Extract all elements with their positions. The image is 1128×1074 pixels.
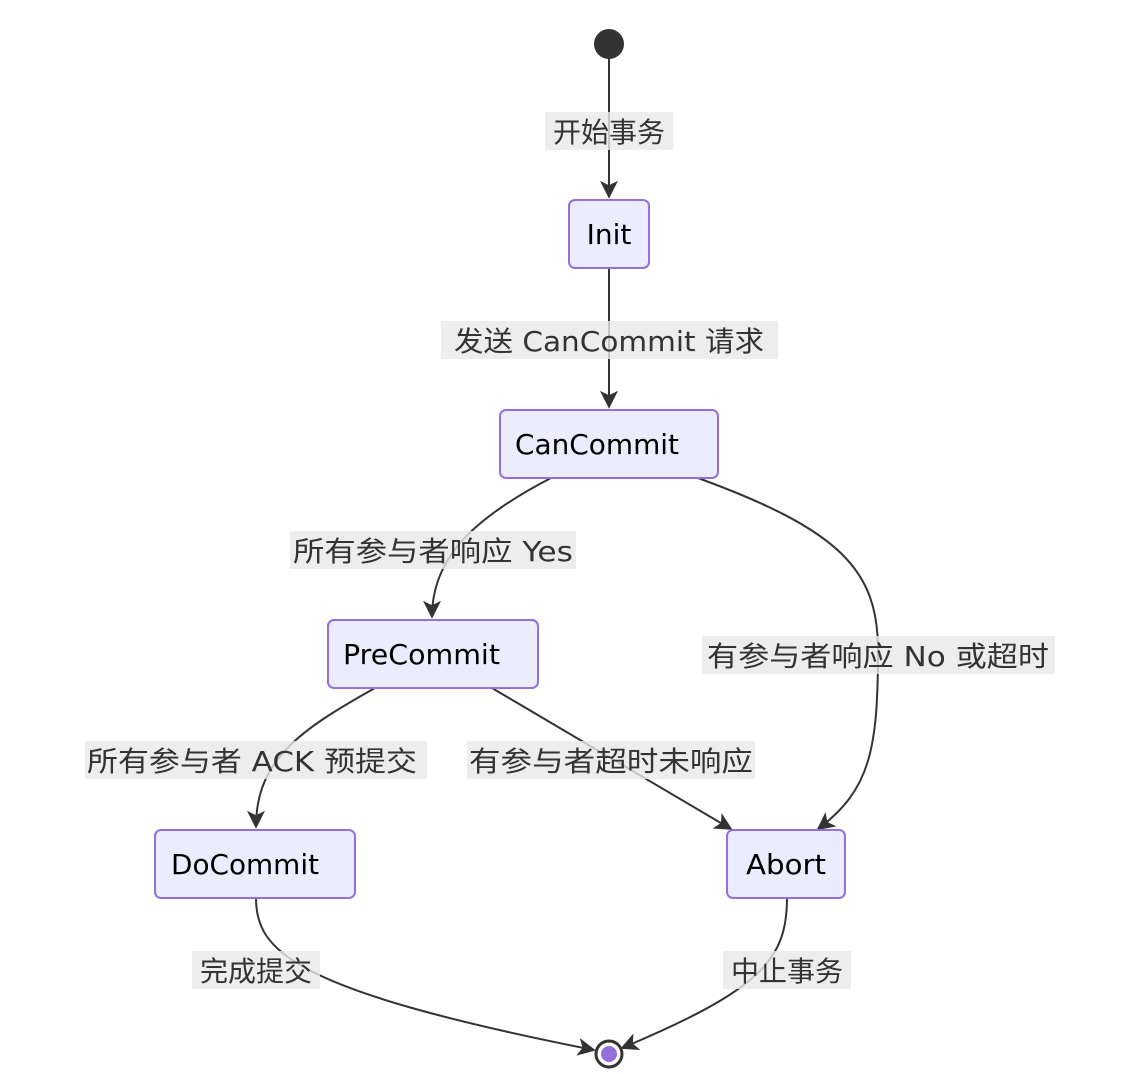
state-precommit-label: PreCommit	[343, 638, 500, 671]
edge-label-start: 开始事务	[545, 112, 673, 150]
state-init: Init	[568, 199, 650, 269]
edge-label-timeout-text: 有参与者超时未响应	[469, 745, 753, 778]
edge-label-start-text: 开始事务	[553, 116, 665, 149]
state-cancommit: CanCommit	[499, 409, 719, 479]
edge-label-commit-done-text: 完成提交	[200, 955, 312, 988]
edge-label-no-or-timeout: 有参与者响应 No 或超时	[702, 636, 1055, 674]
end-node	[594, 1039, 624, 1069]
state-cancommit-label: CanCommit	[515, 428, 679, 461]
edge-label-abort-tx-text: 中止事务	[731, 955, 843, 988]
state-docommit-label: DoCommit	[171, 848, 319, 881]
edge-label-send-cancommit-text: 发送 CanCommit 请求	[454, 325, 764, 358]
state-precommit: PreCommit	[327, 619, 539, 689]
edge-label-timeout: 有参与者超时未响应	[467, 741, 755, 779]
edge-label-all-yes: 所有参与者响应 Yes	[290, 531, 576, 569]
state-init-label: Init	[587, 218, 632, 251]
state-abort: Abort	[726, 829, 846, 899]
edge-label-all-ack-text: 所有参与者 ACK 预提交	[87, 745, 417, 778]
edge-label-send-cancommit: 发送 CanCommit 请求	[441, 321, 778, 359]
edge-label-all-yes-text: 所有参与者响应 Yes	[293, 535, 573, 568]
state-docommit: DoCommit	[154, 829, 356, 899]
edge-label-commit-done: 完成提交	[192, 951, 320, 989]
edge-label-abort-tx: 中止事务	[723, 951, 851, 989]
edge-label-all-ack: 所有参与者 ACK 预提交	[85, 741, 427, 779]
edge-label-no-or-timeout-text: 有参与者响应 No 或超时	[707, 640, 1049, 673]
start-node	[594, 29, 624, 59]
state-abort-label: Abort	[746, 848, 826, 881]
